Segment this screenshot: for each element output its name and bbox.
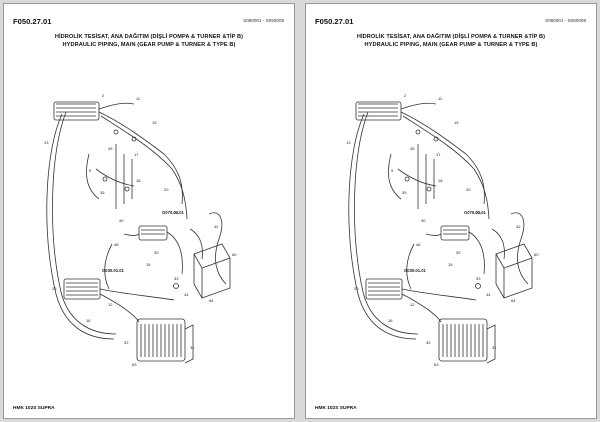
title-turkish: HİDROLİK TESİSAT, ANA DAĞITIM (DİŞLİ POM… [356, 34, 546, 40]
svg-text:15: 15 [146, 262, 151, 267]
svg-text:63: 63 [434, 362, 439, 367]
svg-text:64: 64 [511, 298, 516, 303]
part-label-valve: G030.01.01 [102, 268, 125, 273]
document-page-right: F050.27.01 S050001 - S050008 HİDROLİK TE… [305, 3, 597, 419]
svg-text:32: 32 [124, 340, 129, 345]
svg-text:17: 17 [134, 152, 139, 157]
title-turkish: HİDROLİK TESİSAT, ANA DAĞITIM (DİŞLİ POM… [54, 34, 244, 40]
svg-text:44: 44 [184, 292, 189, 297]
part-label-valve: G030.01.01 [404, 268, 427, 273]
svg-text:12: 12 [108, 302, 113, 307]
svg-text:32: 32 [426, 340, 431, 345]
svg-text:16: 16 [86, 318, 91, 323]
svg-text:11: 11 [136, 96, 141, 101]
page-code: F050.27.01 [315, 17, 354, 26]
svg-text:31: 31 [492, 345, 497, 350]
svg-text:2: 2 [102, 93, 105, 98]
svg-text:28: 28 [476, 210, 481, 215]
serial-range: S050001 - S050008 [243, 18, 284, 23]
svg-text:16: 16 [388, 318, 393, 323]
svg-text:18: 18 [438, 178, 443, 183]
svg-text:15: 15 [454, 120, 459, 125]
title-english: HYDRAULIC PIPING, MAIN (GEAR PUMP & TURN… [364, 42, 538, 48]
footer-model: HMK 102S SUPRA [13, 406, 55, 411]
svg-text:60: 60 [232, 252, 237, 257]
serial-range: S050001 - S050008 [545, 18, 586, 23]
svg-text:20: 20 [466, 187, 471, 192]
part-label-pump: G070.01.01 [464, 210, 487, 215]
svg-text:20: 20 [164, 187, 169, 192]
svg-text:46: 46 [416, 242, 421, 247]
footer-model: HMK 102S SUPRA [315, 406, 357, 411]
svg-text:9: 9 [391, 168, 394, 173]
svg-text:64: 64 [209, 298, 214, 303]
svg-text:35: 35 [100, 190, 105, 195]
svg-text:13: 13 [346, 140, 351, 145]
svg-text:40: 40 [421, 218, 426, 223]
svg-text:17: 17 [436, 152, 441, 157]
svg-text:60: 60 [534, 252, 539, 257]
page-code: F050.27.01 [13, 17, 52, 26]
svg-text:35: 35 [402, 190, 407, 195]
svg-text:13: 13 [44, 140, 49, 145]
svg-text:9: 9 [89, 168, 92, 173]
svg-text:45: 45 [410, 146, 415, 151]
svg-text:45: 45 [108, 146, 113, 151]
svg-text:2: 2 [404, 93, 407, 98]
svg-text:42: 42 [516, 224, 521, 229]
svg-text:46: 46 [114, 242, 119, 247]
document-page-left: F050.27.01 S050001 - S050008 HİDROLİK TE… [3, 3, 295, 419]
svg-text:15: 15 [152, 120, 157, 125]
svg-text:15: 15 [448, 262, 453, 267]
svg-text:26: 26 [354, 286, 359, 291]
svg-text:33: 33 [174, 276, 179, 281]
svg-text:30: 30 [456, 250, 461, 255]
title-english: HYDRAULIC PIPING, MAIN (GEAR PUMP & TURN… [62, 42, 236, 48]
svg-text:42: 42 [214, 224, 219, 229]
part-label-pump: G070.01.01 [162, 210, 185, 215]
svg-text:26: 26 [52, 286, 57, 291]
svg-text:63: 63 [132, 362, 137, 367]
svg-text:28: 28 [174, 210, 179, 215]
svg-text:31: 31 [190, 345, 195, 350]
svg-text:12: 12 [410, 302, 415, 307]
svg-text:30: 30 [154, 250, 159, 255]
svg-text:18: 18 [136, 178, 141, 183]
svg-text:11: 11 [438, 96, 443, 101]
svg-text:33: 33 [476, 276, 481, 281]
svg-text:44: 44 [486, 292, 491, 297]
svg-text:40: 40 [119, 218, 124, 223]
